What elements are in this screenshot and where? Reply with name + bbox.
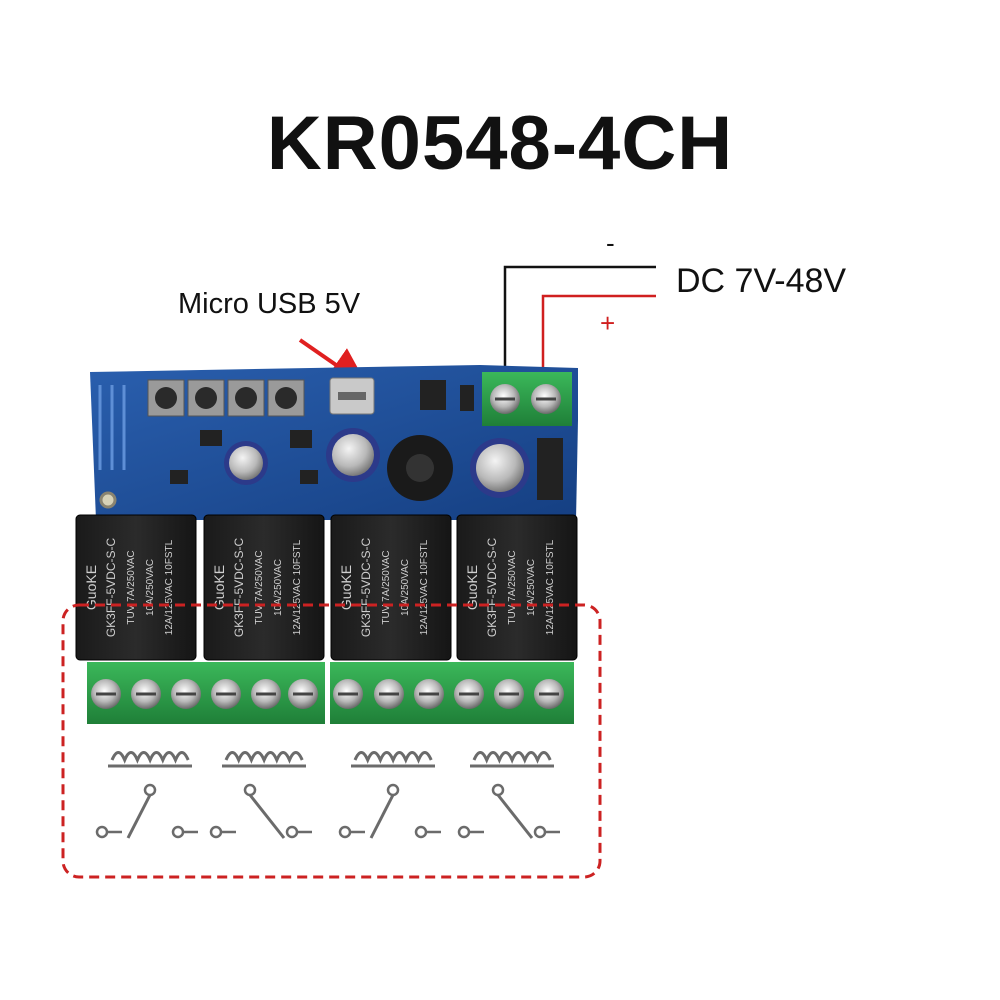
relay-label-brand: GuoKE [211,565,227,610]
capacitor-middle [326,428,380,482]
antenna-trace [98,385,126,509]
relay-label-brand: GuoKE [338,565,354,610]
page-title: KR0548-4CH [266,101,734,186]
relay-label-rating1: TUV 7A/250VAC [126,550,137,624]
positive-polarity-label: + [600,308,616,338]
relay-label-rating2: 10A/250VAC [145,559,156,616]
changeover-switch-icon [95,783,198,839]
capacitor-left [224,441,268,485]
relay-label-rating1: TUV 7A/250VAC [381,550,392,624]
relay-label-rating1: TUV 7A/250VAC [254,550,265,624]
power-terminal-block [482,372,572,426]
relay-label-rating1: TUV 7A/250VAC [507,550,518,624]
micro-usb-label: Micro USB 5V [178,288,361,320]
negative-wire [503,265,656,395]
pcb-components [98,377,563,509]
coil-icon [353,751,433,764]
power-wires [503,265,656,395]
relay-label-model: GK3FF-5VDC-S-C [232,537,246,637]
output-terminal-block-2 [330,662,574,724]
relay-label-rating3: 12A/125VAC 10FSTL [545,539,556,635]
changeover-switch-icon [457,783,560,839]
relay-label-rating2: 10A/250VAC [400,559,411,616]
relay-label-rating2: 10A/250VAC [273,559,284,616]
output-terminal-blocks [87,662,574,724]
tact-buttons [147,379,305,417]
output-terminal-block-1 [87,662,325,724]
coil-icon [110,751,190,764]
positive-wire [541,294,656,395]
relay-label-rating3: 12A/125VAC 10FSTL [164,539,175,635]
relay-symbol-3 [338,751,441,839]
relay-symbol-2 [209,751,312,839]
inductor [387,435,453,501]
relay-label-brand: GuoKE [83,565,99,610]
relay-label-rating3: 12A/125VAC 10FSTL [419,539,430,635]
dc-power-label: DC 7V-48V [676,262,847,300]
coil-icon [224,751,304,764]
coil-icon [472,751,552,764]
relay-1: GuoKE GK3FF-5VDC-S-C TUV 7A/250VAC 10A/250V… [75,514,197,661]
capacitor-right [470,438,530,498]
relay-symbol-1 [95,751,198,839]
relay-label-rating2: 10A/250VAC [526,559,537,616]
relay-schematic-symbols [95,751,560,839]
relay-label-brand: GuoKE [464,565,480,610]
relay-4: GuoKE GK3FF-5VDC-S-C TUV 7A/250VAC 10A/250V… [456,514,578,661]
output-highlight-box [61,603,602,879]
relay-group: GuoKE GK3FF-5VDC-S-C TUV 7A/250VAC 10A/250V… [75,514,578,661]
relay-label-model: GK3FF-5VDC-S-C [359,537,373,637]
changeover-switch-icon [338,783,441,839]
relay-symbol-4 [457,751,560,839]
changeover-switch-icon [209,783,312,839]
relay-label-model: GK3FF-5VDC-S-C [104,537,118,637]
relay-2: GuoKE GK3FF-5VDC-S-C TUV 7A/250VAC 10A/250V… [203,514,325,661]
negative-polarity-label: - [606,228,615,258]
relay-label-rating3: 12A/125VAC 10FSTL [292,539,303,635]
relay-3: GuoKE GK3FF-5VDC-S-C TUV 7A/250VAC 10A/250V… [330,514,452,661]
relay-label-model: GK3FF-5VDC-S-C [485,537,499,637]
